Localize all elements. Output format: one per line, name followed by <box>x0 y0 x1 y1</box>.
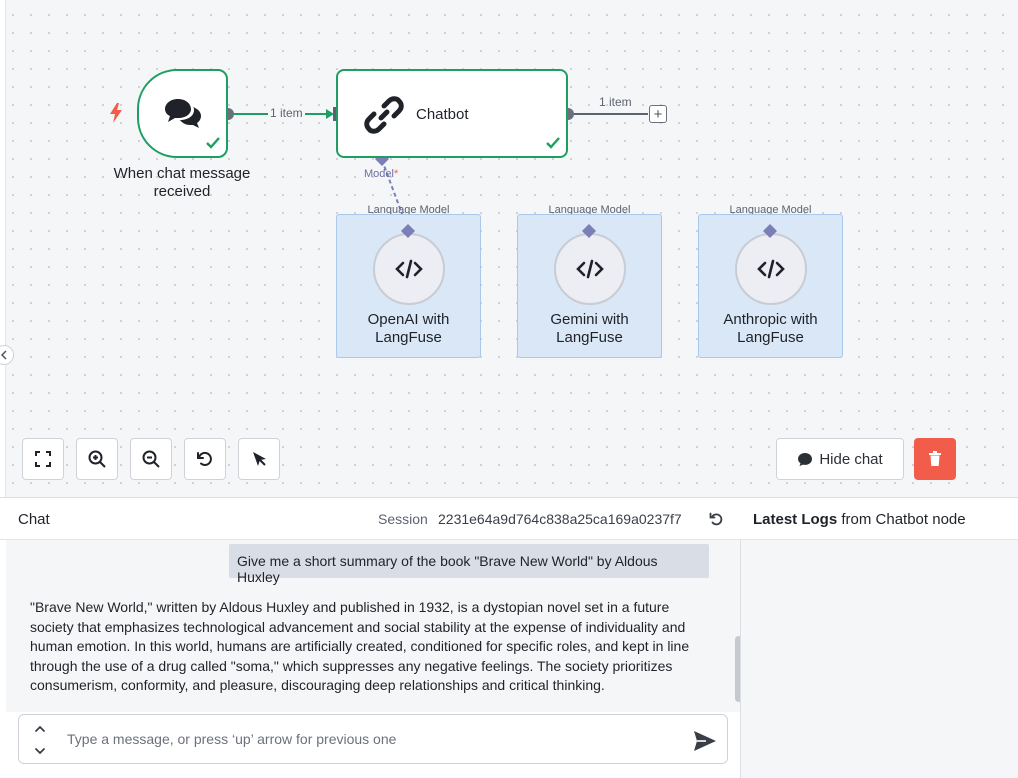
workflow-canvas[interactable]: When chat message received 1 item Chatbo… <box>0 0 1018 497</box>
zoom-in-icon <box>88 450 106 468</box>
success-check-icon <box>206 137 220 149</box>
zoom-in-button[interactable] <box>76 438 118 480</box>
zoom-out-icon <box>142 450 160 468</box>
logs-title: Latest Logs from Chatbot node <box>753 511 966 528</box>
sub-node-openai[interactable]: OpenAI with LangFuse <box>336 214 481 358</box>
session-id: 2231e64a9d764c838a25ca169a0237f7 <box>438 511 682 527</box>
sub-node-icon-circle <box>373 233 445 305</box>
sub-node-title: OpenAI with LangFuse <box>367 311 450 346</box>
chat-bubble-icon <box>798 452 813 466</box>
chat-bubbles-icon <box>165 99 201 128</box>
code-icon <box>395 259 423 279</box>
chat-messages[interactable]: Give me a short summary of the book "Bra… <box>6 540 740 712</box>
link-icon <box>364 96 404 134</box>
bot-message: "Brave New World," written by Aldous Hux… <box>30 599 690 693</box>
user-message: Give me a short summary of the book "Bra… <box>229 544 709 585</box>
sub-node-anthropic[interactable]: Anthropic with LangFuse <box>698 214 843 358</box>
left-edge <box>0 0 6 497</box>
chat-input-box <box>18 714 728 764</box>
model-connector-label: Model* <box>364 168 399 180</box>
session-label: Session <box>378 511 428 527</box>
logs-header: Latest Logs from Chatbot node <box>741 498 1018 540</box>
chat-trigger-node[interactable] <box>137 69 228 158</box>
sub-node-type-label: Language Model <box>548 204 631 216</box>
delete-button[interactable] <box>914 438 956 480</box>
collapse-sidebar-button[interactable] <box>0 345 14 365</box>
chatbot-node-title: Chatbot <box>416 106 469 123</box>
sub-node-type-label: Language Model <box>367 204 450 216</box>
hide-chat-button[interactable]: Hide chat <box>776 438 904 480</box>
sub-node-icon-circle <box>554 233 626 305</box>
chat-header: Chat Session 2231e64a9d764c838a25ca169a0… <box>0 498 741 540</box>
fit-view-icon <box>35 451 51 467</box>
zoom-out-button[interactable] <box>130 438 172 480</box>
trash-icon <box>929 451 941 466</box>
code-icon <box>576 259 604 279</box>
sub-node-title: Gemini with LangFuse <box>550 311 629 346</box>
hide-chat-label: Hide chat <box>819 450 883 468</box>
success-check-icon <box>546 137 560 149</box>
edge-out-label: 1 item <box>599 95 632 109</box>
reset-session-icon[interactable] <box>708 511 724 527</box>
tidy-up-button[interactable] <box>238 438 280 480</box>
sub-node-icon-circle <box>735 233 807 305</box>
chat-scrollbar[interactable] <box>735 636 740 702</box>
sub-node-connectors <box>401 224 777 238</box>
add-node-button[interactable]: + <box>649 105 667 123</box>
send-icon[interactable] <box>693 730 717 752</box>
logs-panel: Latest Logs from Chatbot node <box>741 497 1018 778</box>
chevron-left-icon <box>0 350 7 360</box>
chat-panel: Chat Session 2231e64a9d764c838a25ca169a0… <box>0 497 741 778</box>
sub-node-title: Anthropic with LangFuse <box>723 311 818 346</box>
history-arrows-icon[interactable] <box>33 724 47 756</box>
sub-node-type-label: Language Model <box>729 204 812 216</box>
chatbot-node[interactable]: Chatbot <box>336 69 568 158</box>
plus-icon: + <box>653 105 663 123</box>
chat-message-input[interactable] <box>67 723 677 755</box>
sub-node-gemini[interactable]: Gemini with LangFuse <box>517 214 662 358</box>
chat-title: Chat <box>18 511 50 528</box>
reset-zoom-icon <box>197 451 212 466</box>
edge-in-label: 1 item <box>268 106 305 120</box>
trigger-bolt-icon <box>110 103 122 123</box>
code-icon <box>757 259 785 279</box>
trigger-node-label: When chat message received <box>113 165 251 200</box>
tidy-up-icon <box>253 452 266 466</box>
fit-view-button[interactable] <box>22 438 64 480</box>
reset-zoom-button[interactable] <box>184 438 226 480</box>
